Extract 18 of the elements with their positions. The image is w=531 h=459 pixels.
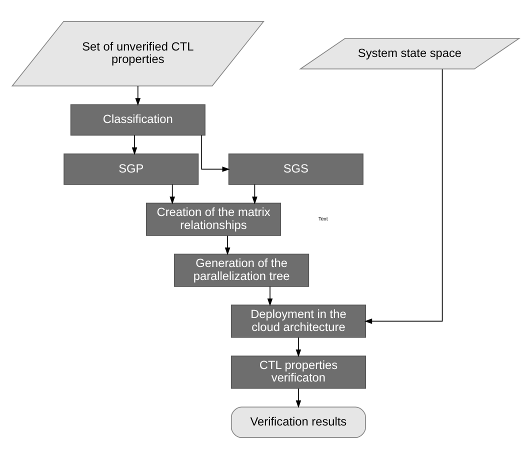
arrow [132, 134, 138, 155]
node-box: SGS [228, 153, 364, 185]
arrow [296, 337, 302, 358]
arrow [170, 184, 175, 204]
arrow [201, 134, 230, 172]
node-box: Creation of the matrix relationships [146, 202, 282, 236]
node-box: Generation of the parallelization tree [174, 254, 310, 287]
arrow [296, 388, 302, 408]
node-box: SGP [64, 153, 199, 185]
arrow [364, 68, 443, 324]
node-box: Verification results [230, 406, 366, 438]
node-box: CTL properties verificaton [230, 356, 366, 389]
arrow [252, 184, 258, 204]
arrow [267, 286, 273, 306]
arrow [224, 235, 230, 256]
node-box: Classification [70, 104, 206, 136]
arrow [135, 86, 141, 106]
node-box: Deployment in the cloud architecture [230, 304, 366, 338]
